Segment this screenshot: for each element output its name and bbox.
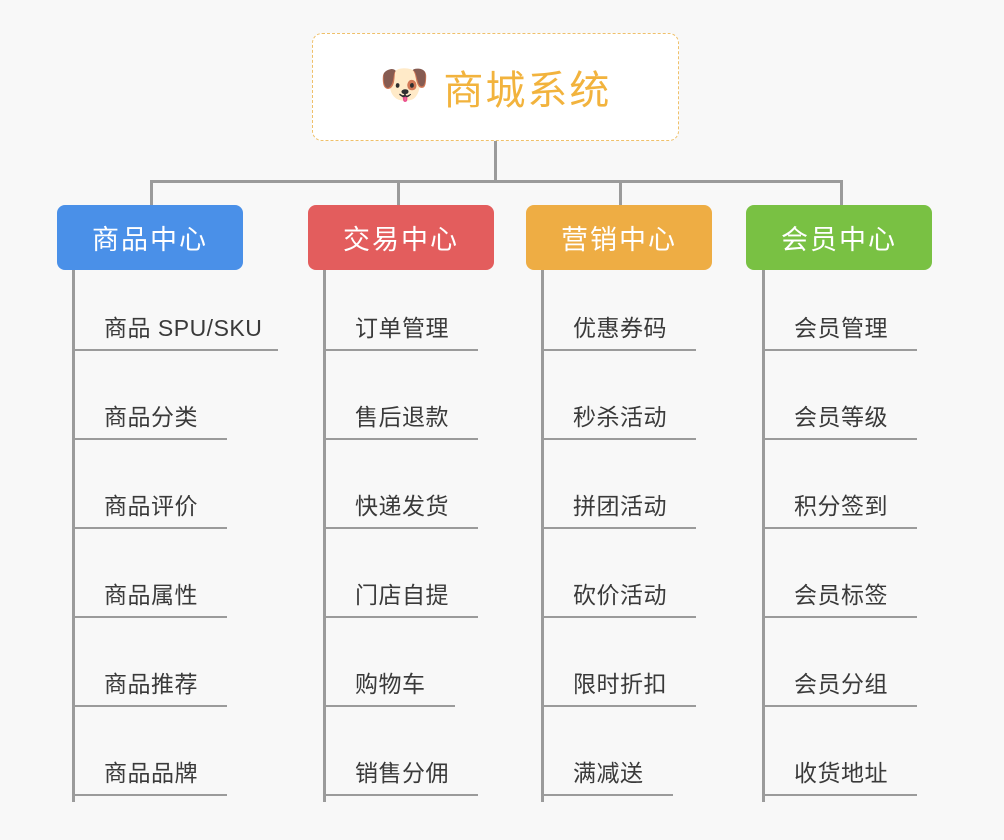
leaf-label: 商品分类 xyxy=(104,404,198,430)
leaf-label: 砍价活动 xyxy=(573,582,667,608)
leaf-label: 会员分组 xyxy=(794,671,888,697)
leaf-item[interactable]: 限时折扣 xyxy=(541,618,696,707)
leaf-item[interactable]: 会员管理 xyxy=(762,262,917,351)
leaf-item[interactable]: 订单管理 xyxy=(323,262,478,351)
leaf-item[interactable]: 售后退款 xyxy=(323,351,478,440)
column-spine-2 xyxy=(323,270,326,802)
leaf-item[interactable]: 快递发货 xyxy=(323,440,478,529)
leaf-label: 快递发货 xyxy=(355,493,449,519)
leaf-item[interactable]: 砍价活动 xyxy=(541,529,696,618)
leaf-label: 订单管理 xyxy=(355,315,449,341)
root-title: 商城系统 xyxy=(443,69,612,113)
leaf-item[interactable]: 秒杀活动 xyxy=(541,351,696,440)
leaf-label: 商品品牌 xyxy=(104,760,198,786)
leaf-item[interactable]: 商品分类 xyxy=(72,351,227,440)
leaf-item[interactable]: 积分签到 xyxy=(762,440,917,529)
leaf-item[interactable]: 拼团活动 xyxy=(541,440,696,529)
leaf-item[interactable]: 优惠券码 xyxy=(541,262,696,351)
category-label: 营销中心 xyxy=(561,225,677,255)
category-label: 商品中心 xyxy=(92,225,208,255)
leaf-label: 收货地址 xyxy=(794,760,888,786)
leaf-label: 会员等级 xyxy=(794,404,888,430)
leaf-item[interactable]: 商品属性 xyxy=(72,529,227,618)
leaf-label: 销售分佣 xyxy=(355,760,449,786)
leaf-item[interactable]: 会员标签 xyxy=(762,529,917,618)
drop-connector-2 xyxy=(397,180,400,206)
leaf-label: 满减送 xyxy=(573,760,644,786)
leaf-label: 商品 SPU/SKU xyxy=(104,315,263,341)
leaf-label: 秒杀活动 xyxy=(573,404,667,430)
root-node[interactable]: 🐶 商城系统 xyxy=(312,33,679,141)
leaf-item[interactable]: 商品评价 xyxy=(72,440,227,529)
leaf-label: 优惠券码 xyxy=(573,315,667,341)
trunk-bar-connector xyxy=(150,180,843,183)
root-stub-connector xyxy=(494,141,497,181)
leaf-item[interactable]: 会员分组 xyxy=(762,618,917,707)
leaf-item[interactable]: 购物车 xyxy=(323,618,455,707)
leaf-label: 商品属性 xyxy=(104,582,198,608)
drop-connector-3 xyxy=(619,180,622,206)
category-label: 会员中心 xyxy=(781,225,897,255)
category-box-trade-center[interactable]: 交易中心 xyxy=(308,205,494,270)
leaf-item[interactable]: 会员等级 xyxy=(762,351,917,440)
column-spine-3 xyxy=(541,270,544,802)
leaf-label: 商品推荐 xyxy=(104,671,198,697)
drop-connector-1 xyxy=(150,180,153,206)
leaf-item[interactable]: 商品推荐 xyxy=(72,618,227,707)
leaf-label: 拼团活动 xyxy=(573,493,667,519)
leaf-label: 限时折扣 xyxy=(573,671,667,697)
category-box-product-center[interactable]: 商品中心 xyxy=(57,205,243,270)
drop-connector-4 xyxy=(840,180,843,206)
leaf-item[interactable]: 收货地址 xyxy=(762,707,917,796)
leaf-label: 会员标签 xyxy=(794,582,888,608)
column-spine-1 xyxy=(72,270,75,802)
category-box-marketing-center[interactable]: 营销中心 xyxy=(526,205,712,270)
category-box-member-center[interactable]: 会员中心 xyxy=(746,205,932,270)
dog-face-icon: 🐶 xyxy=(379,63,430,107)
leaf-label: 售后退款 xyxy=(355,404,449,430)
leaf-item[interactable]: 商品 SPU/SKU xyxy=(72,262,278,351)
leaf-item[interactable]: 销售分佣 xyxy=(323,707,478,796)
leaf-label: 购物车 xyxy=(355,671,426,697)
leaf-item[interactable]: 门店自提 xyxy=(323,529,478,618)
leaf-label: 会员管理 xyxy=(794,315,888,341)
leaf-item[interactable]: 商品品牌 xyxy=(72,707,227,796)
leaf-label: 积分签到 xyxy=(794,493,888,519)
leaf-label: 门店自提 xyxy=(355,582,449,608)
leaf-item[interactable]: 满减送 xyxy=(541,707,673,796)
leaf-label: 商品评价 xyxy=(104,493,198,519)
category-label: 交易中心 xyxy=(343,225,459,255)
column-spine-4 xyxy=(762,270,765,802)
